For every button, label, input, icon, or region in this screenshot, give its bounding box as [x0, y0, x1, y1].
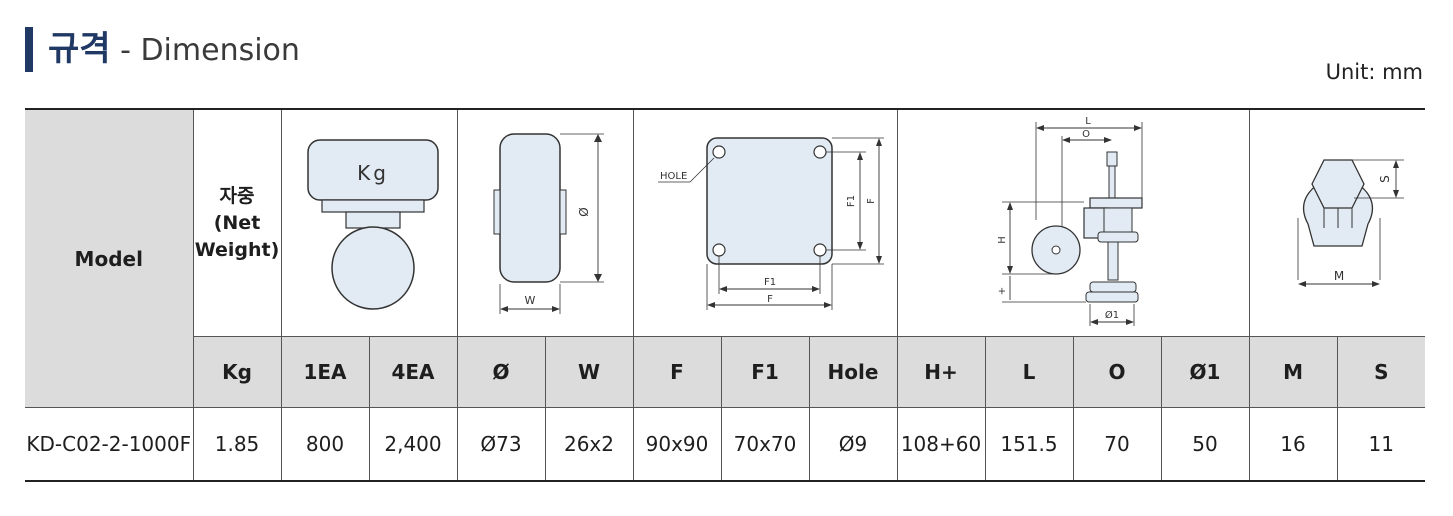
plate-diagram-cell: HOLE F1 F F1 F — [632, 108, 898, 337]
l-label: L — [1085, 116, 1091, 127]
m-label: M — [1333, 269, 1343, 283]
unit-label: Unit: mm — [1325, 60, 1423, 84]
col-header-f1: F1 — [720, 336, 810, 408]
col-header-kg: Kg — [193, 336, 282, 408]
nut-diagram-cell: M S — [1248, 108, 1426, 337]
w-label: W — [524, 294, 535, 307]
cell-1ea: 800 — [280, 407, 370, 482]
cell-l: 151.5 — [984, 407, 1074, 482]
cell-w: 26x2 — [544, 407, 634, 482]
col-header-4ea: 4EA — [368, 336, 458, 408]
s-label: S — [1378, 175, 1392, 183]
cell-4ea: 2,400 — [368, 407, 458, 482]
col-header-w: W — [544, 336, 634, 408]
kg-label: Kg — [357, 161, 389, 185]
title-korean: 규격 — [48, 29, 111, 69]
wheel-front-diagram: Ø W — [493, 133, 604, 314]
cell-f: 90x90 — [632, 407, 722, 482]
caster-load-diagram: Kg — [306, 139, 439, 310]
f1-horizontal-label: F1 — [763, 277, 775, 288]
cell-m: 16 — [1248, 407, 1338, 482]
col-header-o: O — [1072, 336, 1162, 408]
cell-model: KD-C02-2-1000F — [25, 407, 194, 482]
f-vertical-label: F — [866, 198, 877, 204]
cell-h-plus: 108+60 — [896, 407, 986, 482]
cell-s: 11 — [1336, 407, 1426, 482]
dimension-table: Model 자중 (Net Weight) Kg — [25, 108, 1426, 482]
nut-diagram: M S — [1297, 159, 1404, 287]
col-header-diameter: Ø — [456, 336, 546, 408]
cell-kg: 1.85 — [192, 407, 282, 482]
col-header-l: L — [984, 336, 1074, 408]
cell-f1: 70x70 — [720, 407, 810, 482]
cell-hole: Ø9 — [808, 407, 898, 482]
page-title: 규격 - Dimension — [48, 26, 300, 74]
top-plate-diagram: HOLE F1 F F1 F — [657, 137, 884, 310]
net-weight-header: 자중 (Net Weight) — [192, 108, 282, 337]
title-english: - Dimension — [110, 33, 300, 68]
col-header-1ea: 1EA — [280, 336, 370, 408]
col-header-m: M — [1248, 336, 1338, 408]
table-row: KD-C02-2-1000F 1.85 800 2,400 Ø73 26x2 9… — [25, 407, 1426, 482]
o-label: O — [1082, 129, 1090, 140]
caster-side-diagram: L O H — [997, 116, 1143, 326]
net-weight-ko: 자중 — [219, 184, 255, 207]
wheel-diagram-cell: Ø W — [456, 108, 634, 337]
net-weight-en2: Weight) — [194, 238, 280, 261]
col-header-hole: Hole — [808, 336, 898, 408]
load-diagram-cell: Kg — [280, 108, 458, 337]
h-label: H — [997, 236, 1008, 244]
side-view-diagram-cell: L O H — [896, 108, 1250, 337]
col-header-s: S — [1336, 336, 1426, 408]
o1-label: Ø1 — [1104, 309, 1118, 321]
hole-label: HOLE — [660, 171, 687, 182]
phi-label: Ø — [577, 207, 591, 216]
col-header-h-plus: H+ — [896, 336, 986, 408]
cell-o1: 50 — [1160, 407, 1250, 482]
cell-diameter: Ø73 — [456, 407, 546, 482]
title-accent-bar — [25, 27, 33, 72]
f1-vertical-label: F1 — [846, 195, 857, 207]
f-horizontal-label: F — [767, 294, 773, 305]
plus-label: + — [997, 287, 1008, 295]
model-header: Model — [25, 108, 194, 408]
net-weight-en1: (Net — [213, 211, 261, 234]
cell-o: 70 — [1072, 407, 1162, 482]
col-header-o1: Ø1 — [1160, 336, 1250, 408]
col-header-f: F — [632, 336, 722, 408]
